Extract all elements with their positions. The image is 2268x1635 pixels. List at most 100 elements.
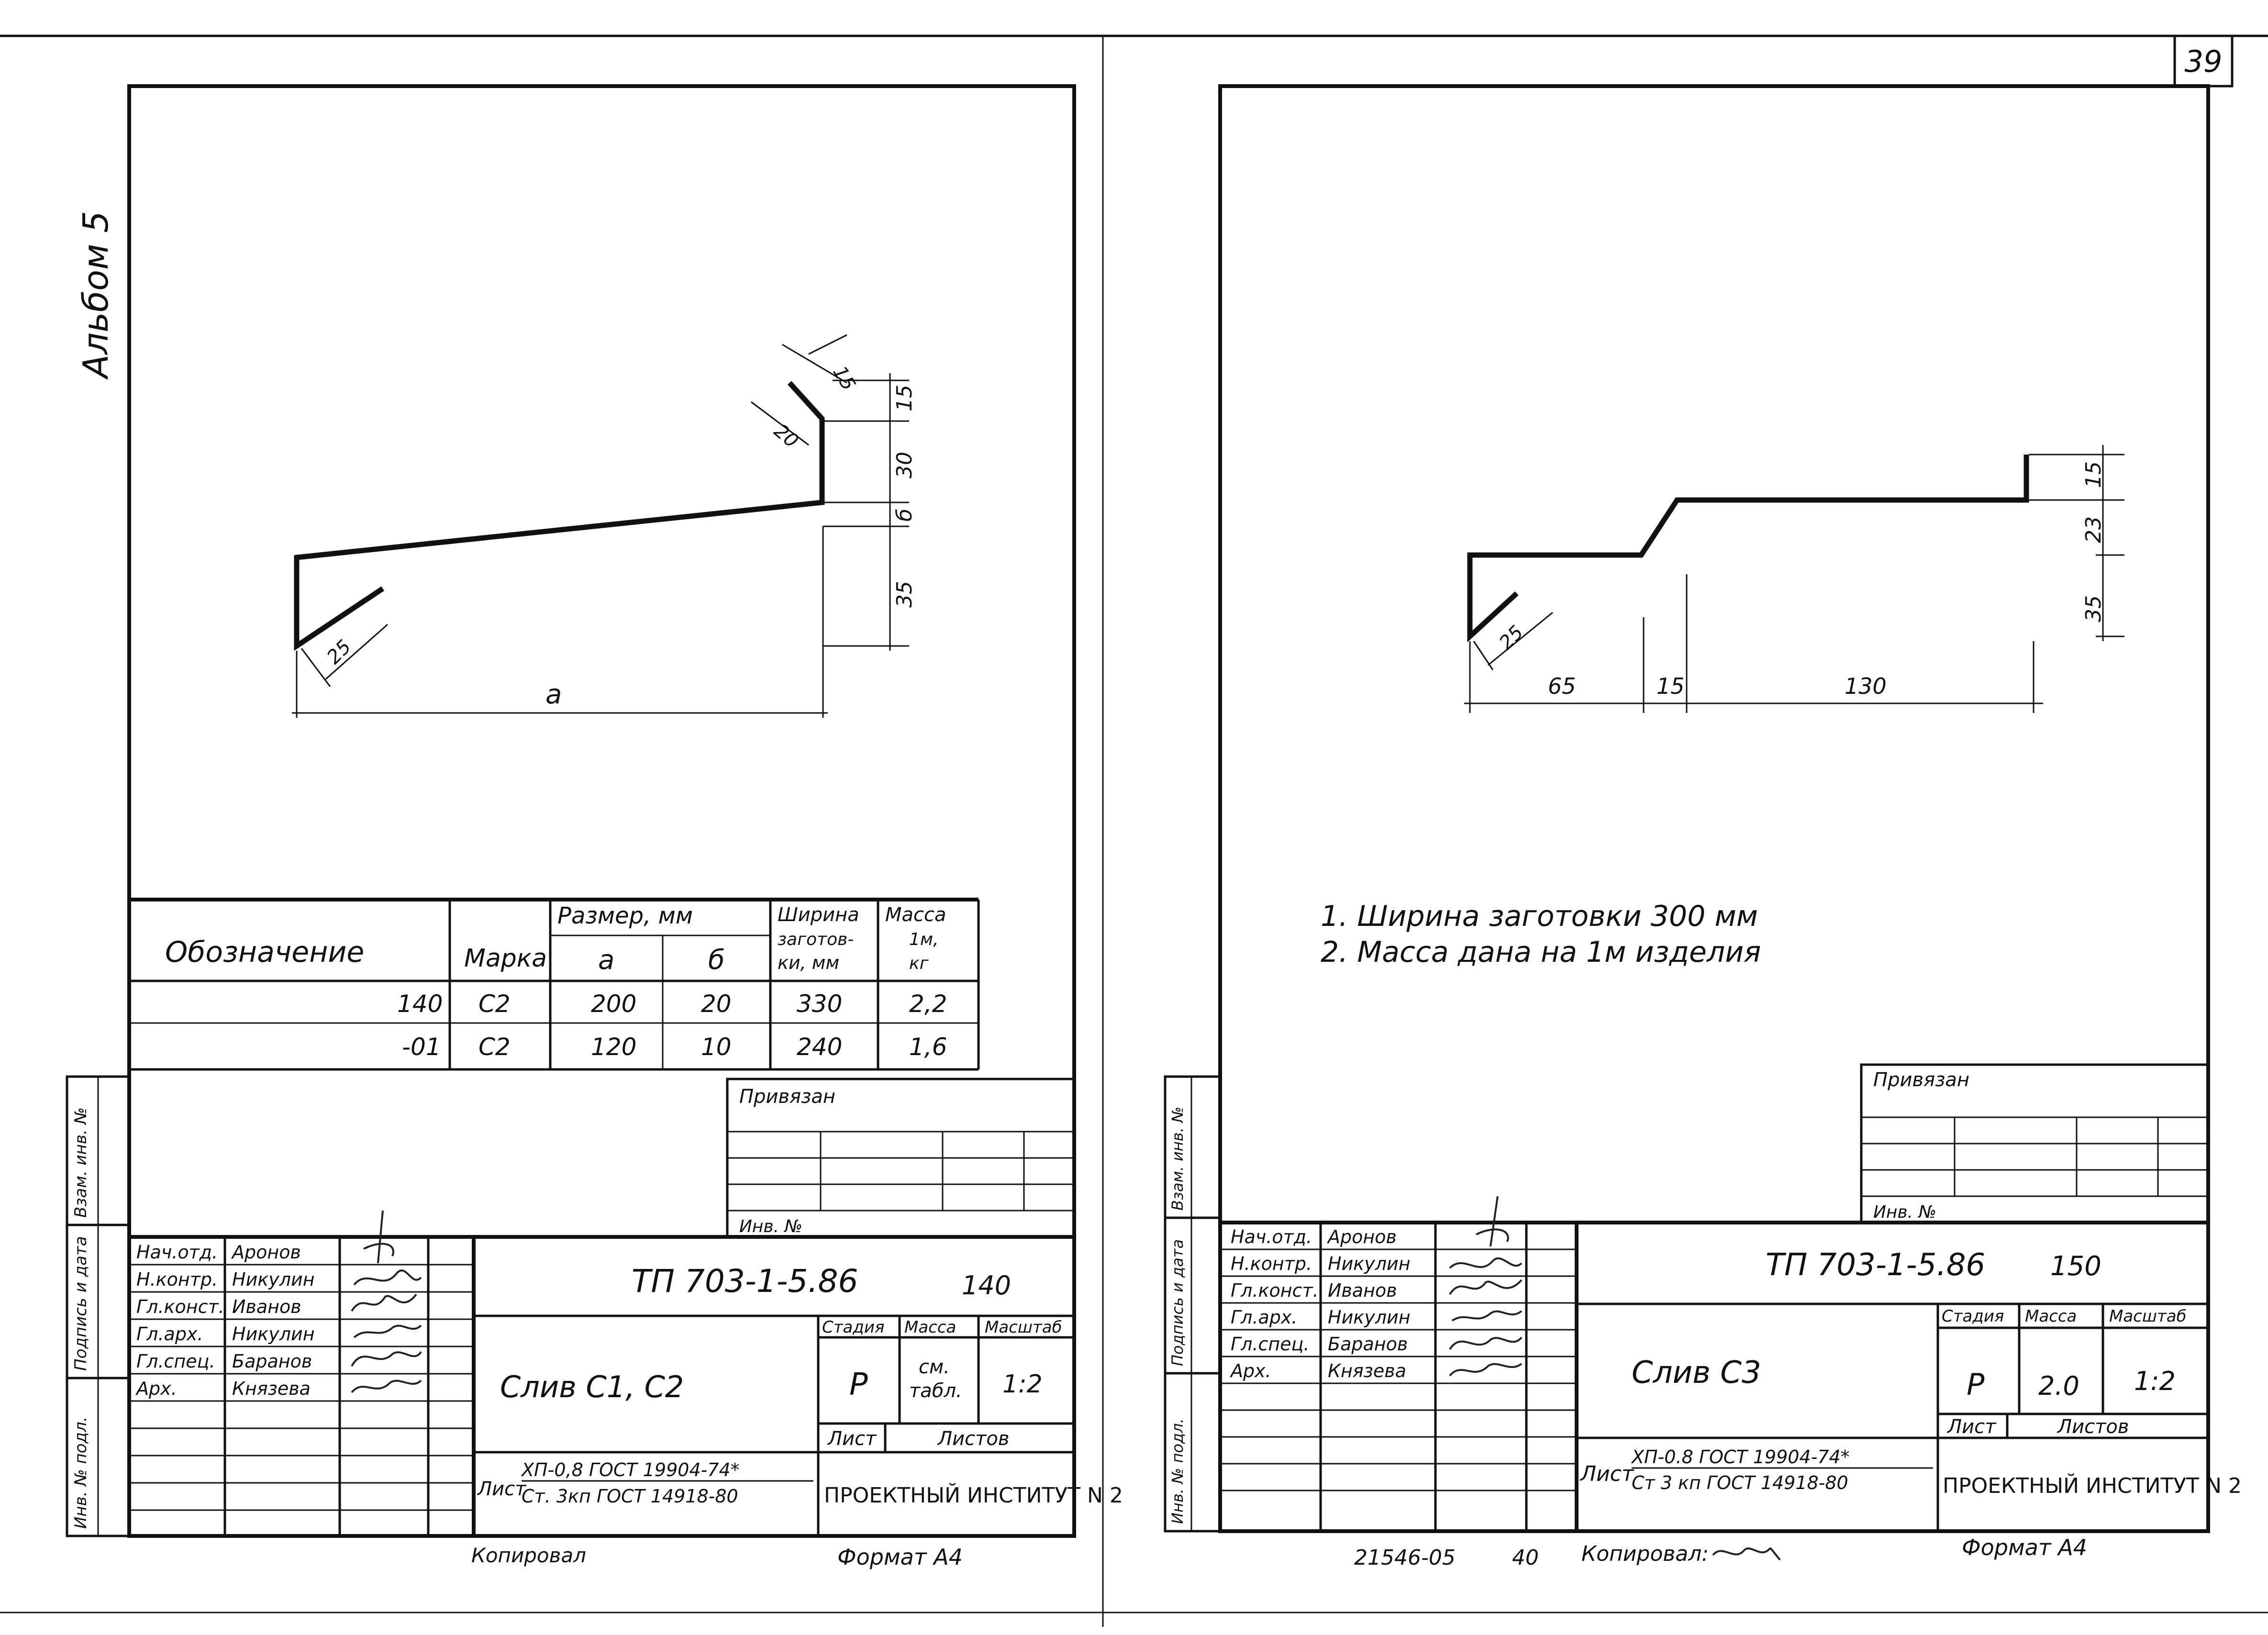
left-doc-num: 140 (962, 1270, 1011, 1301)
right-dim-35: 35 (2081, 595, 2106, 622)
left-frame (127, 84, 1076, 1538)
hdr-mass-1: Масса (885, 904, 946, 926)
right-material-1: ХП-0.8 ГОСТ 19904-74* (1631, 1446, 1850, 1468)
hdr-a: a (598, 945, 614, 976)
left-title-stamp: Нач.отд. Н.контр. Гл.конст. Гл.арх. Гл.с… (129, 1210, 1123, 1536)
right-name-4: Баранов (1328, 1334, 1408, 1355)
right-name-0: Аронов (1326, 1226, 1397, 1247)
right-sheets-h: Листов (2057, 1416, 2129, 1438)
left-vzam-label: Взам. инв. № (71, 1107, 90, 1218)
left-stage-h: Стадия (822, 1318, 884, 1337)
left-privyazan-block: Привязан Инв. № (726, 1078, 1076, 1238)
left-scale-h: Масштаб (985, 1318, 1062, 1337)
right-format: Формат А4 (1962, 1535, 2087, 1560)
right-mass: 2.0 (2038, 1371, 2079, 1401)
left-role-2: Гл.конст. (136, 1296, 224, 1317)
left-part-profile (294, 381, 825, 651)
left-dim-b: б (892, 509, 917, 522)
right-dim-25: 25 (1495, 622, 1528, 655)
right-role-0: Нач.отд. (1231, 1226, 1312, 1247)
left-role-5: Арх. (135, 1378, 177, 1399)
right-frame (1218, 84, 2210, 1533)
hdr-width-1: Ширина (778, 904, 859, 926)
right-privyazan-label: Привязан (1873, 1069, 1969, 1091)
right-dim-15: 15 (2081, 461, 2106, 488)
left-dim-15-right: 15 (892, 385, 917, 412)
table-row: 140 С2 200 20 330 2,2 (397, 990, 947, 1018)
left-scale: 1:2 (1002, 1370, 1043, 1399)
page-number: 39 (2185, 44, 2223, 79)
hdr-size: Размер, мм (557, 902, 693, 929)
album-label: Альбом 5 (76, 211, 116, 380)
right-vzam-label: Взам. инв. № (1168, 1107, 1187, 1211)
right-doc-code: ТП 703-1-5.86 (1766, 1247, 1985, 1283)
right-footer-number2: 40 (1512, 1546, 1539, 1570)
svg-text:10: 10 (701, 1033, 732, 1061)
right-material-2: Ст 3 кп ГОСТ 14918-80 (1632, 1472, 1848, 1493)
right-role-2: Гл.конст. (1231, 1280, 1319, 1301)
svg-text:140: 140 (397, 990, 443, 1018)
svg-text:120: 120 (591, 1033, 636, 1061)
svg-text:240: 240 (797, 1033, 842, 1061)
left-podl-label: Инв. № подл. (71, 1416, 90, 1529)
right-name-2: Иванов (1328, 1280, 1397, 1301)
left-name-4: Баранов (232, 1351, 312, 1372)
right-list-label: Лист (1579, 1462, 1634, 1486)
left-sheet: Взам. инв. № Подпись и дата Инв. № подл.… (66, 84, 1123, 1570)
right-notes: 1. Ширина заготовки 300 мм 2. Масса дана… (1321, 900, 1761, 969)
left-sheet-h: Лист (827, 1428, 877, 1450)
left-dim-35: 35 (892, 581, 917, 608)
right-stage-h: Стадия (1942, 1307, 2004, 1326)
left-sheets-h: Листов (937, 1428, 1009, 1450)
right-podpis-label: Подпись и дата (1168, 1239, 1187, 1366)
note-1: 1. Ширина заготовки 300 мм (1321, 900, 1758, 933)
left-dim-a: a (545, 679, 562, 710)
table-row: -01 С2 120 10 240 1,6 (402, 1033, 947, 1061)
left-inv-label: Инв. № (739, 1217, 802, 1236)
left-dim-25: 25 (323, 636, 356, 669)
hdr-width-2: заготов- (778, 930, 854, 949)
left-signatures (351, 1210, 422, 1393)
right-side-strip (1164, 1075, 1222, 1533)
hdr-designation: Обозначение (165, 935, 364, 969)
right-sheet: Взам. инв. № Подпись и дата Инв. № подл.… (1164, 84, 2242, 1570)
left-spec-table: Обозначение Марка Размер, мм a б Ширина … (129, 898, 980, 1071)
right-dim-130: 130 (1845, 673, 1887, 699)
left-title: Слив С1, С2 (500, 1369, 684, 1404)
left-part-drawing: 15 30 б 35 15 20 25 a (292, 334, 917, 718)
left-mass-1: см. (919, 1356, 950, 1378)
left-doc-code: ТП 703-1-5.86 (632, 1263, 858, 1300)
right-dim-23: 23 (2081, 516, 2106, 543)
right-signatures (1449, 1196, 1523, 1377)
note-2: 2. Масса дана на 1м изделия (1321, 935, 1761, 969)
hdr-mass-3: кг (909, 954, 929, 973)
right-name-3: Никулин (1328, 1307, 1411, 1328)
left-org: ПРОЕКТНЫЙ ИНСТИТУТ N 2 (824, 1482, 1123, 1508)
svg-text:330: 330 (797, 990, 842, 1018)
svg-text:200: 200 (591, 990, 636, 1018)
hdr-mass-2: 1м, (909, 930, 939, 949)
right-inv-label: Инв. № (1873, 1202, 1936, 1222)
svg-text:С2: С2 (478, 1033, 511, 1061)
left-dim-15-top: 15 (828, 362, 859, 394)
svg-text:-01: -01 (402, 1033, 441, 1061)
left-stage: Р (849, 1367, 868, 1402)
right-role-3: Гл.арх. (1231, 1307, 1298, 1328)
svg-text:20: 20 (701, 990, 732, 1018)
right-role-4: Гл.спец. (1231, 1334, 1310, 1355)
right-copied: Копировал: (1581, 1542, 1709, 1566)
left-podpis-label: Подпись и дата (71, 1236, 90, 1371)
right-footer-number: 21546-05 (1354, 1546, 1456, 1570)
left-name-3: Никулин (232, 1324, 315, 1345)
right-part-drawing: 15 23 35 65 15 130 25 (1464, 445, 2124, 713)
left-name-0: Аронов (231, 1242, 301, 1263)
left-name-1: Никулин (232, 1269, 315, 1290)
hdr-mark: Марка (464, 944, 547, 973)
left-list-label: Лист (477, 1478, 527, 1500)
left-role-0: Нач.отд. (136, 1242, 218, 1263)
hdr-width-3: ки, мм (778, 952, 839, 973)
left-role-4: Гл.спец. (136, 1351, 215, 1372)
right-scale: 1:2 (2134, 1366, 2176, 1396)
left-mass-2: табл. (909, 1380, 962, 1402)
